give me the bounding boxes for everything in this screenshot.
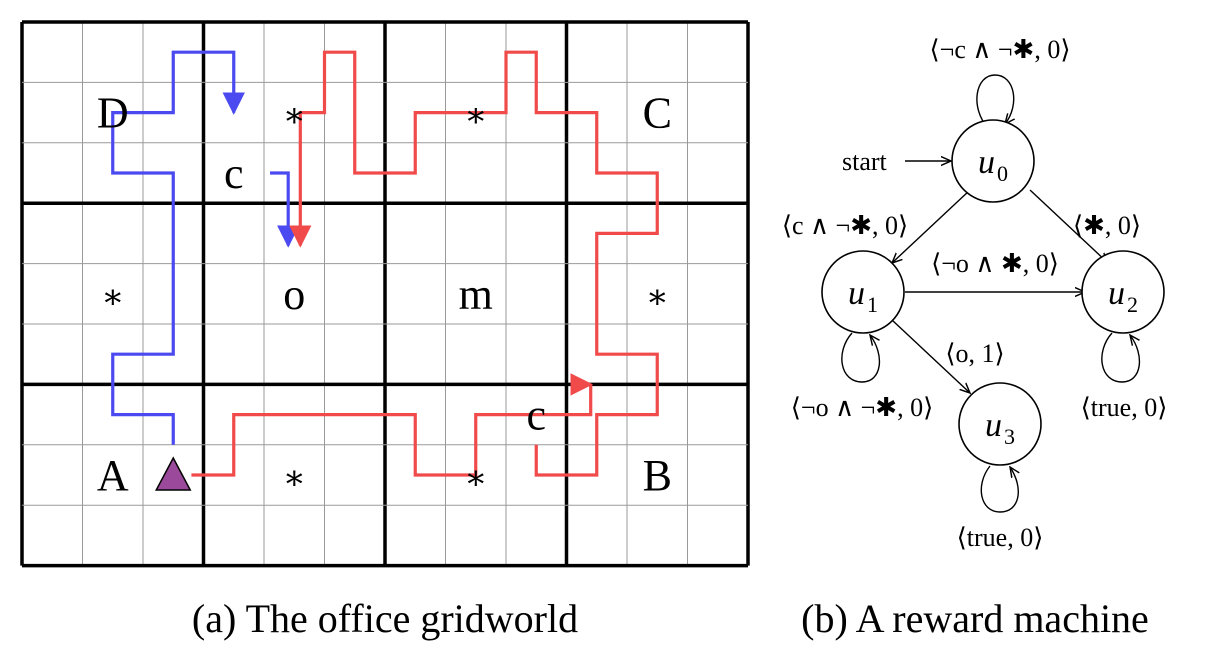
- node-u3-label: u: [985, 407, 1002, 444]
- agent-triangle-icon: [155, 456, 192, 491]
- cell-label-c: c: [224, 149, 244, 198]
- cell-labels: D C A Bc c o m ∗ ∗ ∗ ∗ ∗ ∗: [97, 89, 672, 500]
- cell-label-star: ∗: [646, 279, 669, 316]
- start-label: start: [842, 147, 888, 176]
- label-u1-u2: ⟨¬o ∧ ✱, 0⟩: [931, 249, 1059, 278]
- cell-label-o: o: [283, 270, 305, 319]
- cell-label-A: A: [97, 451, 129, 500]
- cell-label-star: ∗: [464, 460, 487, 497]
- edge-u2-self: [1101, 332, 1141, 383]
- cell-label-c: c: [526, 391, 546, 440]
- office-gridworld: D C A Bc c o m ∗ ∗ ∗ ∗ ∗ ∗: [20, 20, 750, 568]
- edge-u1-u3: [891, 319, 970, 393]
- cell-label-B: B: [643, 451, 672, 500]
- edge-u0-u1: [892, 189, 971, 263]
- node-u1: u 1: [821, 250, 905, 334]
- label-u2-self: ⟨true, 0⟩: [1081, 393, 1168, 422]
- node-u0-label: u: [978, 144, 995, 181]
- label-u0-u1: ⟨c ∧ ¬✱, 0⟩: [782, 211, 908, 240]
- node-u3: u 3: [958, 382, 1042, 466]
- agent-paths: [111, 50, 659, 477]
- red-path-segment-2: [289, 50, 659, 477]
- cell-label-D: D: [97, 89, 129, 138]
- edge-u1-self: [841, 332, 881, 383]
- cell-label-m: m: [459, 270, 493, 319]
- blue-path-segment-1: [111, 50, 245, 445]
- grid-lines: [20, 20, 750, 568]
- blue-path-segment-2: [270, 171, 300, 248]
- label-u1-self: ⟨¬o ∧ ¬✱, 0⟩: [791, 393, 933, 422]
- label-u0-self: ⟨¬c ∧ ¬✱, 0⟩: [930, 35, 1071, 64]
- label-u0-u2: ⟨✱, 0⟩: [1073, 211, 1141, 240]
- edge-u0-u2: [1029, 189, 1108, 263]
- edge-u0-self: [976, 74, 1014, 129]
- node-u2-label: u: [1108, 275, 1125, 312]
- node-u1-sub: 1: [867, 292, 878, 317]
- reward-machine-caption: (b) A reward machine: [801, 596, 1149, 641]
- node-u0-sub: 0: [997, 161, 1008, 186]
- edge-u3-self: [980, 466, 1018, 513]
- label-u3-self: ⟨true, 0⟩: [957, 523, 1044, 552]
- cell-label-star: ∗: [283, 98, 306, 135]
- gridworld-caption: (a) The office gridworld: [192, 596, 578, 641]
- node-u0: u 0: [951, 119, 1035, 203]
- red-path-segment-1: [191, 382, 602, 477]
- cell-label-star: ∗: [464, 98, 487, 135]
- cell-label-star: ∗: [283, 460, 306, 497]
- cell-label-star: ∗: [101, 279, 124, 316]
- node-u2-sub: 2: [1127, 292, 1138, 317]
- cell-label-C: C: [643, 89, 672, 138]
- node-u3-sub: 3: [1004, 424, 1015, 449]
- node-u1-label: u: [848, 275, 865, 312]
- node-u2: u 2: [1081, 250, 1165, 334]
- reward-machine-diagram: u 0 u 1 u 2 u 3 start ⟨¬c ∧ ¬✱, 0⟩ ⟨c ∧ …: [782, 35, 1168, 552]
- label-u1-u3: ⟨o, 1⟩: [945, 339, 1004, 368]
